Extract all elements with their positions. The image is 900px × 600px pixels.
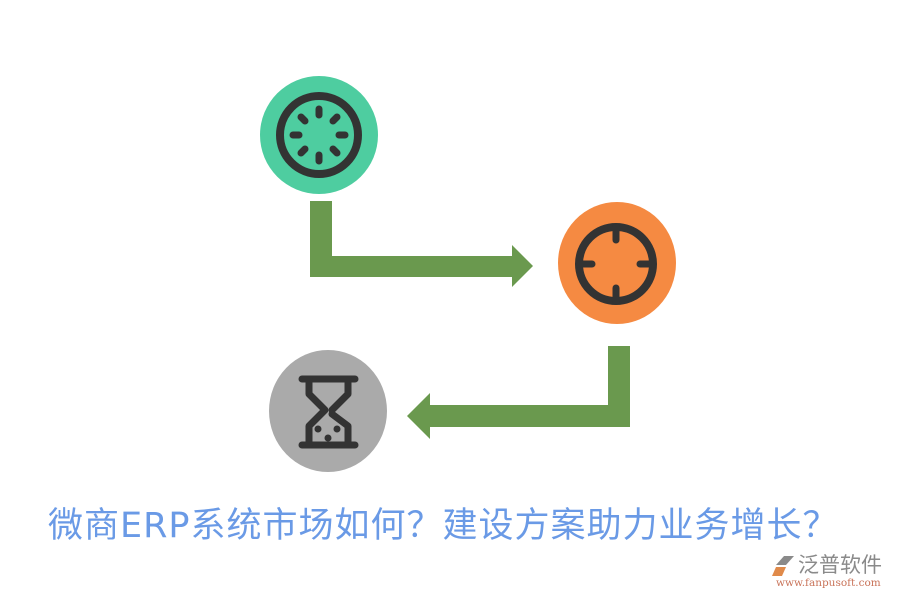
node-hourglass [269,350,387,472]
node-loading [260,76,378,194]
watermark-name: 泛普软件 [798,553,882,577]
arrow-target-to-hourglass [407,346,630,439]
fanpu-logo-icon [772,556,794,576]
loading-spinner-icon [276,92,362,178]
hourglass-icon [298,375,359,449]
watermark-logo: 泛普软件 www.fanpusoft.com [772,553,897,593]
watermark-url: www.fanpusoft.com [776,577,881,589]
page-title: 微商ERP系统市场如何？建设方案助力业务增长？ [48,506,839,546]
node-target [558,202,676,324]
crosshair-target-icon [575,223,657,305]
